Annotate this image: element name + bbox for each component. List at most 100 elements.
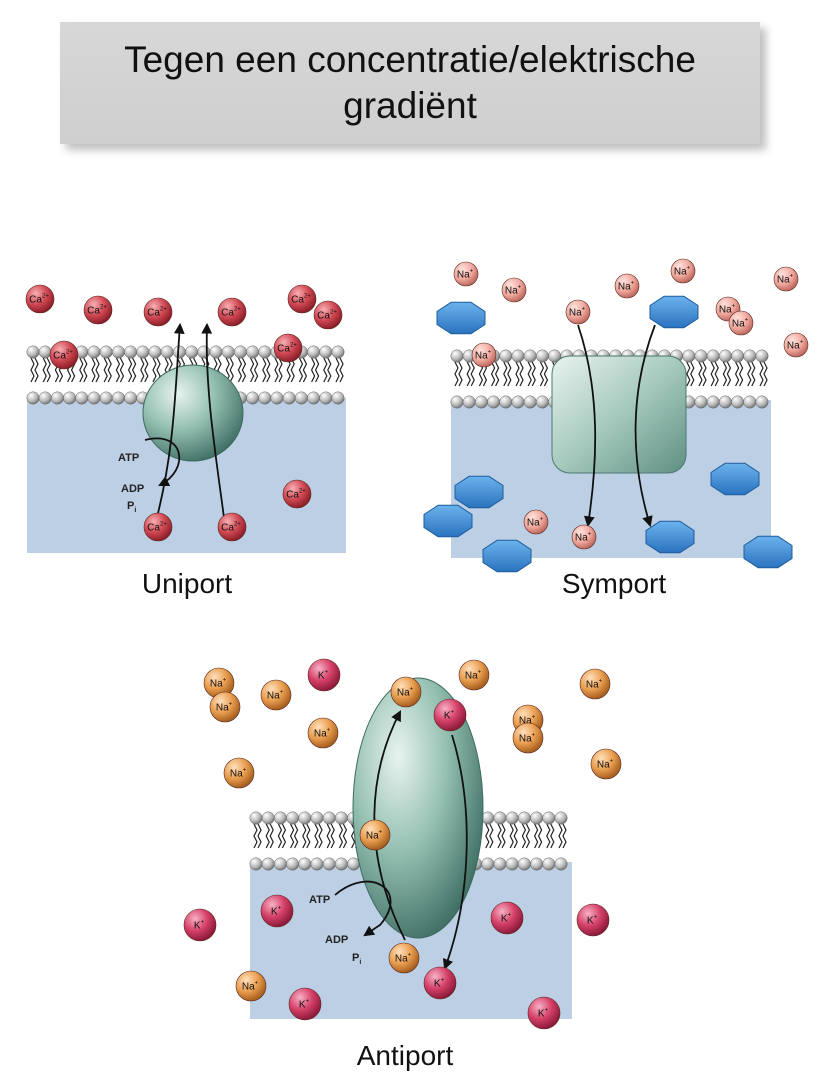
lipid-head xyxy=(474,395,488,409)
lipid-head xyxy=(487,395,501,409)
antiport-arrow-down xyxy=(442,734,468,971)
lipid-head xyxy=(148,345,162,359)
sodium-ion: Na+ xyxy=(590,748,622,780)
lipid-head xyxy=(743,349,757,363)
potassium-ion-label: K+ xyxy=(434,978,445,990)
lipid-tail xyxy=(509,823,518,849)
lipid-head xyxy=(331,345,345,359)
sodium-ion-label: Na+ xyxy=(267,690,284,702)
sodium-ion: Na+ xyxy=(523,509,549,535)
lipid-head xyxy=(682,349,696,363)
lipid-head xyxy=(450,349,464,363)
lipid-head xyxy=(249,811,263,825)
symport-arrow-right xyxy=(634,324,656,528)
lipid-head xyxy=(535,395,549,409)
lipid-tail xyxy=(722,361,732,387)
calcium-ion: Ca2+ xyxy=(217,512,247,542)
sodium-ion-label: Na+ xyxy=(569,307,586,319)
lipid-head xyxy=(493,811,507,825)
sodium-ion: Na+ xyxy=(512,722,544,754)
glucose-molecule xyxy=(454,475,504,509)
calcium-ion: Ca2+ xyxy=(287,284,317,314)
sodium-ion: Na+ xyxy=(388,942,420,974)
sodium-ion-label: Na+ xyxy=(597,759,614,771)
lipid-head xyxy=(258,391,272,405)
symport-caption: Symport xyxy=(561,568,667,599)
lipid-head xyxy=(221,345,235,359)
lipid-tail xyxy=(237,357,247,383)
sodium-ion: Na+ xyxy=(728,310,754,336)
potassium-ion: K+ xyxy=(423,966,457,1000)
uniport-atp-arrow xyxy=(144,437,181,486)
lipid-head xyxy=(26,345,40,359)
uniport-pi-label: Pi xyxy=(127,500,136,514)
sodium-ion-label: Na+ xyxy=(366,830,383,842)
lipid-head xyxy=(718,349,732,363)
glucose-molecule xyxy=(649,295,699,329)
lipid-head xyxy=(319,345,333,359)
lipid-head xyxy=(63,391,77,405)
potassium-ion: K+ xyxy=(288,987,322,1021)
calcium-ion: Ca2+ xyxy=(25,284,55,314)
lipid-head xyxy=(310,857,324,871)
lipid-head xyxy=(38,345,52,359)
lipid-head xyxy=(26,391,40,405)
sodium-ion: Na+ xyxy=(471,342,497,368)
antiport-adp-label: ADP xyxy=(325,934,348,946)
sodium-ion-label: Na+ xyxy=(787,340,804,352)
title-box: Tegen een concentratie/elektrische gradi… xyxy=(60,22,760,144)
lipid-head xyxy=(523,349,537,363)
lipid-head xyxy=(261,811,275,825)
sodium-ion: Na+ xyxy=(579,668,611,700)
symport-ions: Na+Na+Na+Na+Na+Na+Na+Na+Na+Na+Na+Na+ xyxy=(453,258,809,550)
lipid-head xyxy=(160,345,174,359)
lipid-head xyxy=(493,857,507,871)
sodium-ion: Na+ xyxy=(783,332,809,358)
lipid-head xyxy=(261,857,275,871)
sodium-ion-label: Na+ xyxy=(475,350,492,362)
symport-molecules xyxy=(423,295,793,573)
lipid-tail xyxy=(302,823,311,849)
lipid-head xyxy=(706,395,720,409)
calcium-ion: Ca2+ xyxy=(143,297,173,327)
sodium-ion: Na+ xyxy=(453,261,479,287)
lipid-tail xyxy=(698,361,707,387)
lipid-tail xyxy=(497,823,506,849)
sodium-ion-label: Na+ xyxy=(230,768,247,780)
lipid-head xyxy=(511,349,525,363)
lipid-head xyxy=(694,395,708,409)
calcium-ion: Ca2+ xyxy=(83,295,113,325)
potassium-ion: K+ xyxy=(183,908,217,942)
lipid-tail xyxy=(265,823,274,849)
potassium-ion-label: K+ xyxy=(444,710,455,722)
lipid-tail xyxy=(533,823,543,849)
sodium-ion-label: Na+ xyxy=(527,517,544,529)
lipid-head xyxy=(530,857,544,871)
sodium-ion-label: Na+ xyxy=(457,269,474,281)
lipid-head xyxy=(499,349,513,363)
sodium-ion: Na+ xyxy=(571,524,597,550)
potassium-ion-label: K+ xyxy=(538,1008,549,1020)
lipid-tail xyxy=(734,361,744,387)
lipid-head xyxy=(273,811,287,825)
glucose-molecule xyxy=(710,462,760,496)
lipid-head xyxy=(197,345,211,359)
lipid-tail xyxy=(323,357,332,383)
lipid-head xyxy=(505,857,519,871)
lipid-head xyxy=(282,391,296,405)
lipid-head xyxy=(38,391,52,405)
lipid-head xyxy=(331,391,345,405)
lipid-head xyxy=(99,391,113,405)
calcium-ion: Ca2+ xyxy=(282,479,312,509)
sodium-ion: Na+ xyxy=(715,296,741,322)
lipid-head xyxy=(124,345,138,359)
lipid-head xyxy=(111,345,125,359)
lipid-head xyxy=(87,345,101,359)
lipid-head xyxy=(322,857,336,871)
lipid-head xyxy=(505,811,519,825)
lipid-head xyxy=(517,857,531,871)
sodium-ion-label: Na+ xyxy=(575,532,592,544)
sodium-ion-label: Na+ xyxy=(210,678,227,690)
lipid-head xyxy=(450,395,464,409)
lipid-tail xyxy=(503,361,512,387)
